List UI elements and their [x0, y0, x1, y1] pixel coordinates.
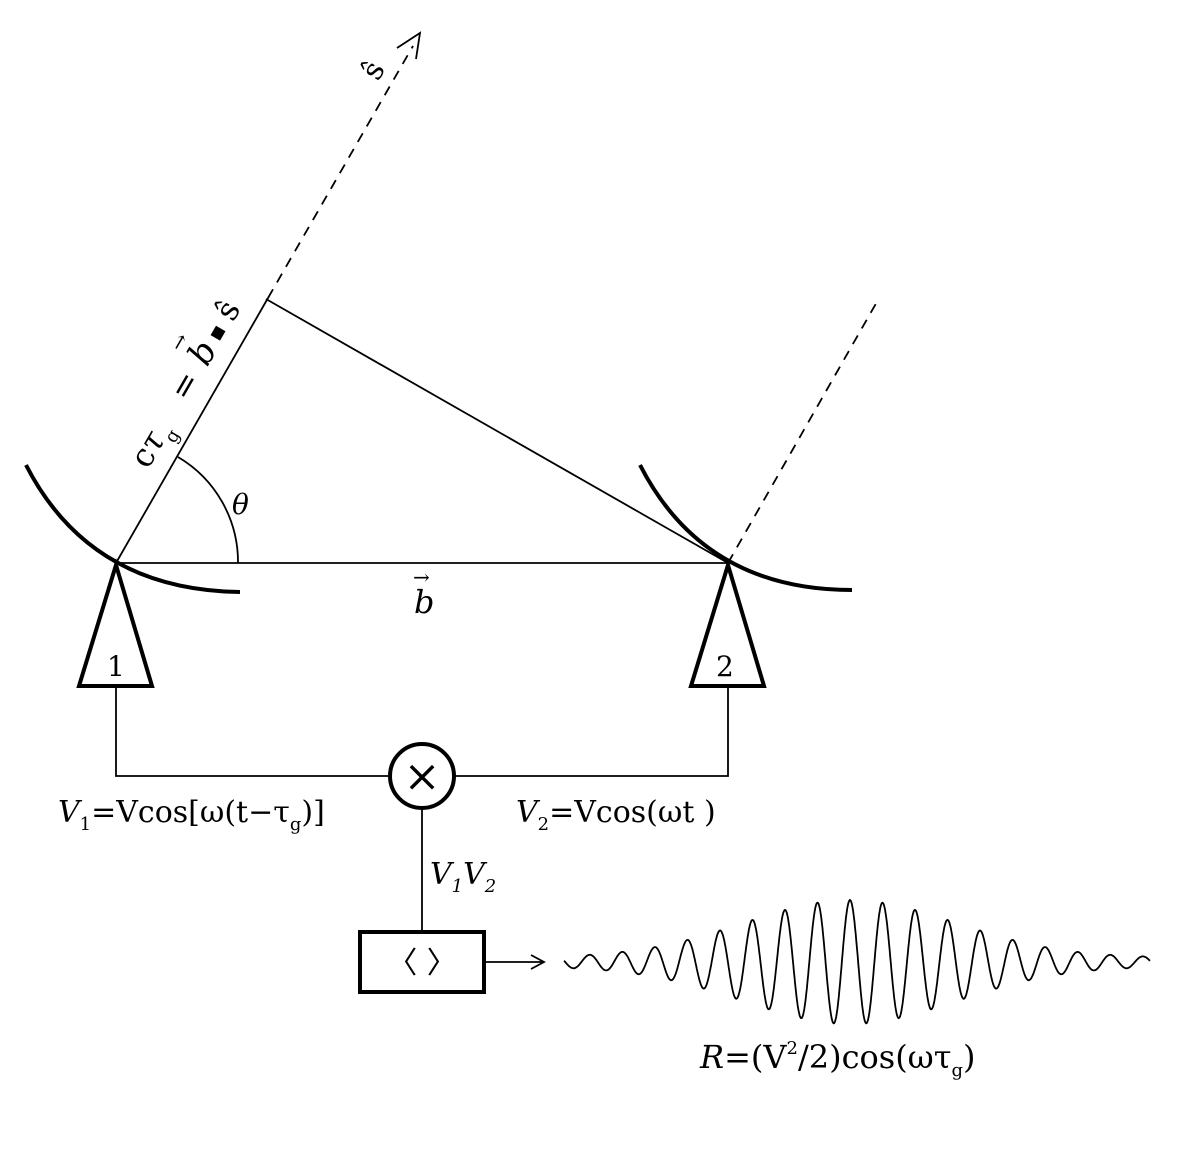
dish-1: [24, 464, 241, 594]
baseline-label: b: [414, 583, 434, 621]
wavefront-line: [265, 298, 729, 564]
antenna-2-label: 2: [716, 650, 734, 683]
output-arrowhead: [530, 954, 546, 970]
v2-equation: V2=Vcos(ωt ): [516, 795, 716, 835]
source-direction-label: ŝ: [355, 55, 393, 86]
wire-antenna-2: [454, 686, 729, 777]
source-direction-line: [115, 297, 269, 564]
source-direction-arrowhead: [396, 31, 422, 60]
source-direction-dashed: [267, 45, 414, 299]
wire-antenna-1: [115, 686, 390, 777]
baseline-arrow: →: [413, 565, 430, 589]
dish-2: [638, 464, 853, 592]
angle-label: θ: [232, 488, 249, 521]
antenna2-direction-dashed: [727, 299, 879, 564]
response-equation: R=(V2/2)cos(ωτg): [699, 1038, 975, 1081]
svg-text:cτg: cτg: [122, 414, 185, 477]
antenna-1-label: 1: [107, 650, 125, 683]
delay-equals: =: [161, 364, 207, 406]
angle-arc: [177, 456, 239, 564]
multiplier-symbol: ×: [404, 751, 441, 802]
fringe-waveform: [563, 898, 1151, 1025]
averager-symbol: 〈 〉: [387, 946, 457, 981]
product-label: V1V2: [430, 857, 496, 897]
delay-dot: ▪: [203, 320, 232, 345]
delay-relation-label: cτg = b → ▪ ŝ: [122, 294, 248, 477]
delay-s-hat: ŝ: [207, 294, 248, 327]
v1-equation: V1=Vcos[ω(t−τg)]: [58, 795, 325, 835]
